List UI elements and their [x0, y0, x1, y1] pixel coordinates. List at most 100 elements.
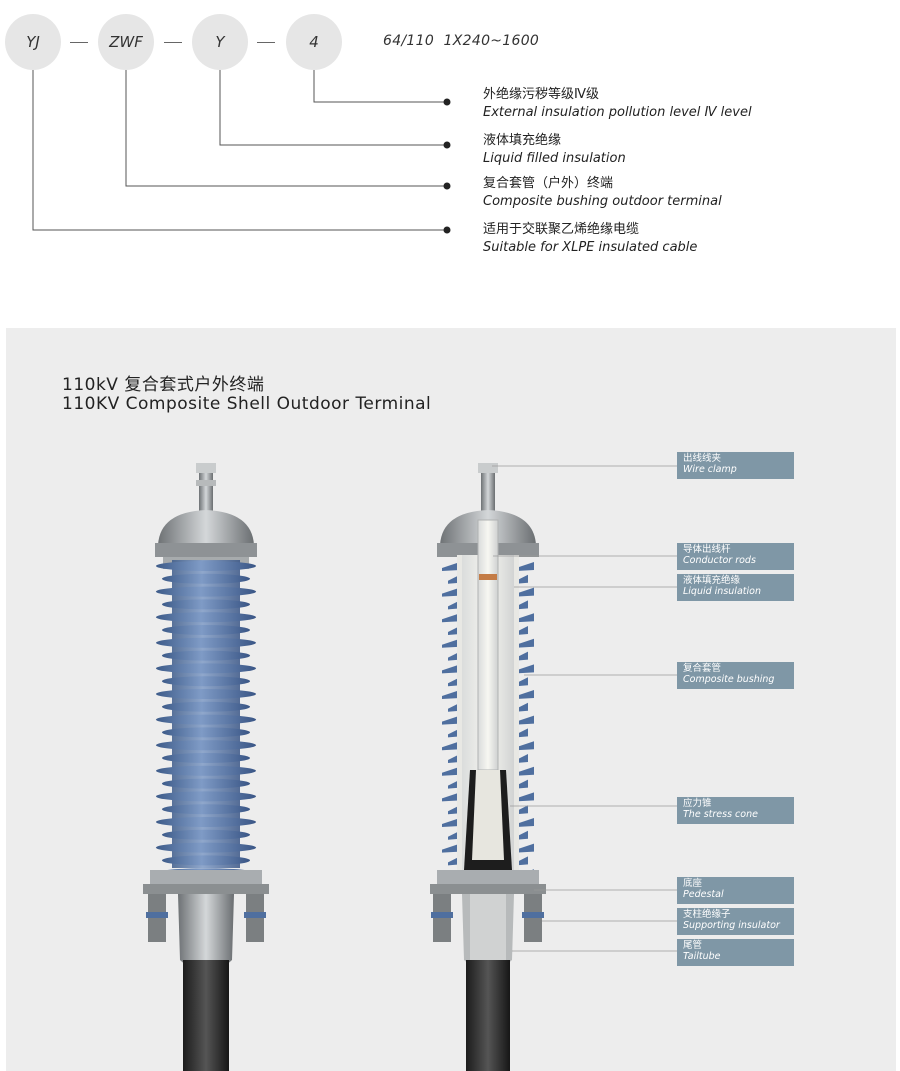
panel-title-cn: 110kV 复合套式户外终端	[62, 375, 265, 395]
insulator-shed	[516, 613, 534, 623]
callout-cn: 支柱绝缘子	[683, 909, 731, 920]
insulator-shed	[516, 562, 534, 571]
insulator-shed	[156, 765, 256, 776]
callout-en: Composite bushing	[683, 674, 775, 685]
code-separator	[257, 42, 275, 43]
legend-en: External insulation pollution level Ⅳ le…	[483, 105, 752, 120]
code-part: 4	[309, 33, 319, 51]
legend-en: Liquid filled insulation	[483, 151, 626, 166]
callout-cn: 应力锥	[683, 798, 712, 809]
callout-cn: 尾管	[683, 940, 703, 951]
callout-en: Conductor rods	[683, 555, 756, 566]
insulator-shed	[442, 587, 460, 597]
insulator-shed	[156, 561, 256, 571]
insulator-shed	[442, 690, 460, 699]
insulator-shed	[442, 638, 460, 648]
insulator-shed	[156, 791, 256, 802]
code-circle-y: Y	[192, 14, 248, 70]
insulator-shed	[156, 586, 256, 597]
insulator-shed	[442, 766, 460, 776]
insulator-shed	[516, 587, 534, 597]
insulator-shed	[162, 829, 250, 840]
model-spec: 64/110 1X240~1600	[383, 33, 540, 49]
insulator-shed	[442, 715, 460, 725]
legend-item-bushing: 复合套管（户外）终端 Composite bushing outdoor ter…	[483, 175, 722, 211]
insulator-shed	[516, 766, 534, 776]
insulator-shed	[516, 843, 534, 853]
insulator-shed	[162, 573, 250, 584]
insulator-shed	[516, 741, 534, 751]
callout-cn: 复合套管	[683, 663, 722, 674]
legend-cn: 适用于交联聚乙烯绝缘电缆	[483, 222, 640, 237]
code-separator	[164, 42, 182, 43]
callout-en: The stress cone	[683, 809, 758, 820]
terminal-exterior	[143, 463, 269, 1071]
legend-en: Composite bushing outdoor terminal	[483, 194, 722, 209]
insulator-shed	[516, 690, 534, 699]
callout-leaders	[492, 465, 677, 952]
insulator-shed	[156, 612, 256, 623]
code-part: YJ	[26, 33, 40, 51]
code-circle-zwf: ZWF	[98, 14, 154, 70]
insulator-shed	[162, 855, 250, 866]
insulator-shed	[156, 740, 256, 751]
code-separator	[70, 42, 88, 43]
legend-en: Suitable for XLPE insulated cable	[483, 240, 698, 255]
panel-title-en: 110KV Composite Shell Outdoor Terminal	[62, 394, 432, 414]
insulator-shed	[442, 818, 460, 827]
insulator-shed	[442, 741, 460, 751]
legend-item-liquid: 液体填充绝缘 Liquid filled insulation	[483, 132, 626, 168]
insulator-shed	[516, 792, 534, 802]
callout-en: Tailtube	[683, 951, 721, 962]
code-circle-4: 4	[286, 14, 342, 70]
callout-en: Supporting insulator	[683, 920, 780, 931]
insulator-shed	[156, 637, 256, 648]
callout-en: Pedestal	[683, 889, 724, 900]
insulator-shed	[516, 638, 534, 648]
insulator-shed	[156, 714, 256, 725]
insulator-shed	[162, 778, 250, 789]
insulator-shed	[442, 562, 460, 571]
insulator-shed	[442, 792, 460, 802]
insulator-core	[172, 560, 240, 868]
insulator-shed	[442, 613, 460, 623]
insulator-shed	[162, 701, 250, 712]
legend-item-pollution: 外绝缘污秽等级Ⅳ级 External insulation pollution …	[483, 86, 752, 122]
code-part: ZWF	[109, 33, 143, 51]
insulator-shed	[442, 843, 460, 853]
callout-cn: 导体出线杆	[683, 544, 731, 555]
terminal-cutaway	[430, 463, 546, 1071]
insulator-shed	[162, 753, 250, 763]
insulator-shed	[516, 818, 534, 827]
insulator-shed	[156, 842, 256, 853]
legend-cn: 外绝缘污秽等级Ⅳ级	[483, 87, 599, 102]
callout-en: Liquid insulation	[683, 586, 761, 597]
code-circle-yj: YJ	[5, 14, 61, 70]
legend-cn: 液体填充绝缘	[483, 133, 562, 148]
insulator-shed	[162, 727, 250, 738]
insulator-shed	[156, 689, 256, 699]
insulator-shed	[162, 650, 250, 661]
insulator-shed	[162, 804, 250, 815]
callout-en: Wire clamp	[683, 464, 737, 475]
insulator-shed	[516, 715, 534, 725]
insulator-shed	[156, 817, 256, 827]
callout-cn: 出线线夹	[683, 453, 722, 464]
insulator-shed	[156, 663, 256, 674]
code-part: Y	[215, 33, 225, 51]
insulator-shed	[442, 664, 460, 674]
insulator-shed	[162, 676, 250, 687]
callout-cn: 液体填充绝缘	[683, 575, 741, 586]
insulator-shed	[516, 664, 534, 674]
callout-cn: 底座	[683, 878, 703, 889]
insulator-shed	[162, 625, 250, 635]
legend-item-xlpe: 适用于交联聚乙烯绝缘电缆 Suitable for XLPE insulated…	[483, 221, 697, 257]
